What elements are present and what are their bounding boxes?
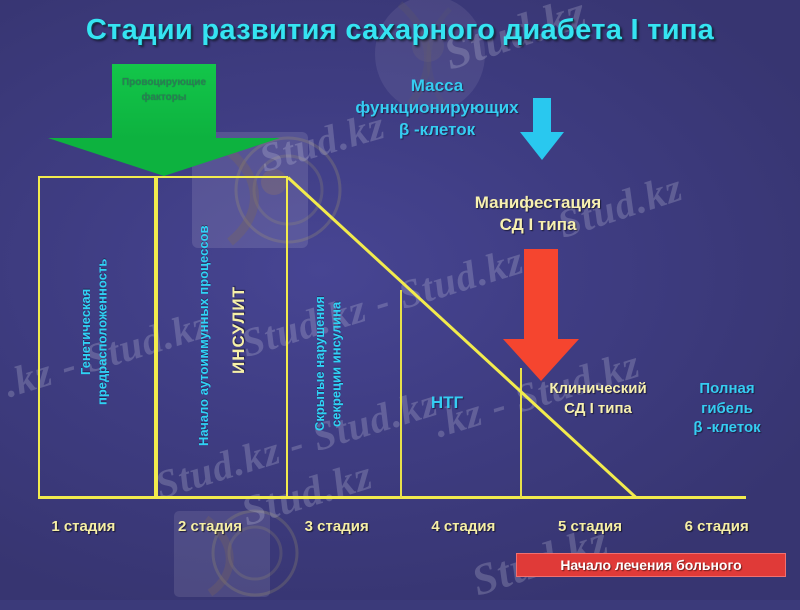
red-arrow-shaft xyxy=(524,249,558,341)
total-beta-cell-death-label: Полная гибель β -клеток xyxy=(672,379,782,438)
total-death-line-3: β -клеток xyxy=(693,419,761,436)
divider-stage-4-5 xyxy=(520,368,522,498)
stage-label-1: 1 стадия xyxy=(51,518,116,535)
clinical-line-1: Клинический xyxy=(549,380,647,397)
green-arrow-head xyxy=(48,138,280,176)
stage-label-3: 3 стадия xyxy=(304,518,369,535)
cyan-arrow-shaft xyxy=(533,98,551,134)
manifestation-down-arrow xyxy=(503,249,579,381)
page-title: Стадии развития сахарного диабета I типа xyxy=(85,14,715,46)
total-death-line-2: гибель xyxy=(701,399,753,417)
beta-cell-mass-down-arrow xyxy=(520,98,564,160)
stage-label-4: 4 стадия xyxy=(431,518,496,535)
column-2-insulitis-label: ИНСУЛИТ xyxy=(229,286,248,375)
beta-cell-mass-line-2: функционирующих xyxy=(355,98,519,118)
chart-baseline xyxy=(38,496,746,499)
beta-cell-mass-line-3: β -клеток xyxy=(398,120,476,140)
beta-cell-mass-line-1: Масса xyxy=(410,76,464,95)
manifestation-label: Манифестация СД I типа xyxy=(438,192,638,236)
column-3-line-2: секреции инсулина xyxy=(328,301,344,427)
column-1-line-1: Генетическая xyxy=(78,288,93,376)
provoking-factors-arrow: Провоцирующие факторы xyxy=(48,64,280,176)
stage-label-5: 5 стадия xyxy=(558,518,623,535)
stage-label-2: 2 стадия xyxy=(177,518,243,535)
column-2-label: Начало аутоиммунных процессов xyxy=(196,186,212,486)
cyan-arrow-head xyxy=(520,132,564,160)
red-arrow-head xyxy=(503,339,579,381)
manifestation-line-1: Манифестация xyxy=(474,193,602,212)
treatment-start-banner: Начало лечения больного xyxy=(516,553,786,577)
stage-label-row: 1 стадия 2 стадия 3 стадия 4 стадия 5 ст… xyxy=(20,518,780,544)
stage-label-6: 6 стадия xyxy=(684,518,749,535)
column-3-line-1: Скрытые нарушения xyxy=(312,296,327,432)
column-3-label: Скрытые нарушения секреции инсулина xyxy=(312,258,345,470)
clinical-diabetes-label: Клинический СД I типа xyxy=(528,379,668,418)
clinical-line-2: СД I типа xyxy=(564,399,632,417)
total-death-line-1: Полная xyxy=(699,380,755,397)
column-1-line-2: предрасположенность xyxy=(94,258,110,406)
beta-cell-mass-label: Масса функционирующих β -клеток xyxy=(352,75,522,141)
divider-stage-3-4 xyxy=(400,290,402,498)
stage-2-box xyxy=(156,176,288,498)
provoking-factors-label: Провоцирующие факторы xyxy=(121,77,207,103)
igt-label: НТГ xyxy=(430,393,464,412)
green-arrow-shaft xyxy=(112,64,216,138)
column-2-line-1: Начало аутоиммунных процессов xyxy=(196,225,211,447)
manifestation-line-2: СД I типа xyxy=(499,215,577,235)
column-1-label: Генетическая предрасположенность xyxy=(78,196,111,468)
